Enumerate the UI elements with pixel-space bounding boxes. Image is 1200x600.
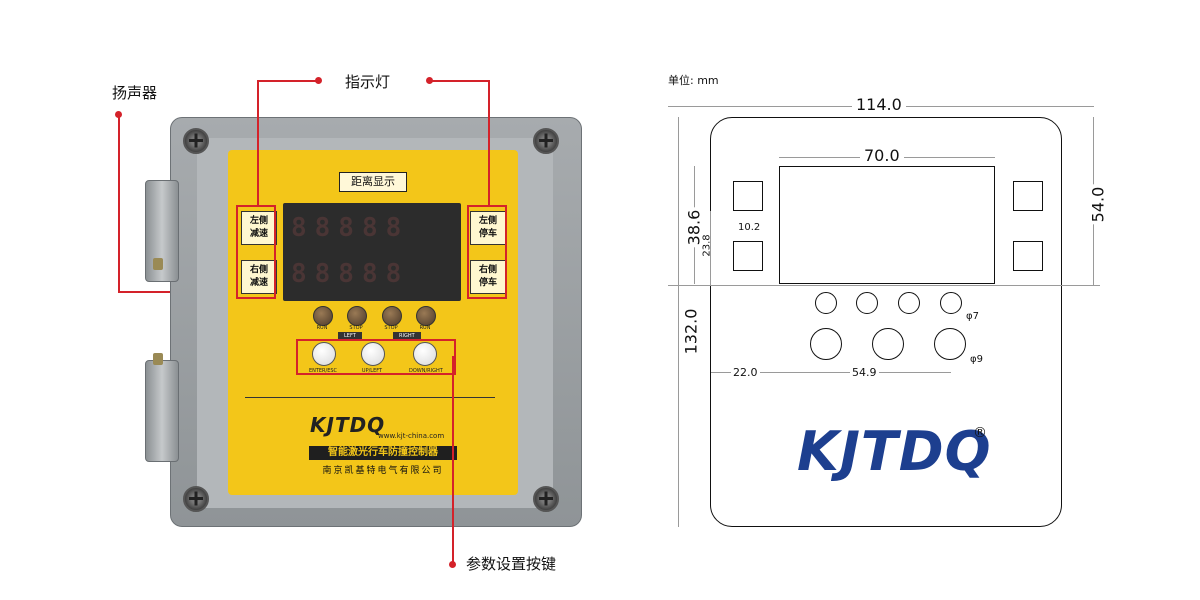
- dim-height-right: 54.0: [1088, 184, 1108, 225]
- product-name: 智能激光行车防撞控制器: [309, 446, 457, 460]
- website: www.kjt-china.com: [378, 432, 445, 440]
- indicator-square: [733, 241, 763, 271]
- down-right-button[interactable]: [413, 342, 437, 366]
- keys-line: [452, 356, 454, 564]
- dim-span: 54.9: [850, 366, 879, 379]
- lamp-label: STOP: [349, 325, 363, 331]
- right-slow-label: 右侧 减速: [249, 265, 268, 288]
- dim-square-width: 10.2: [738, 222, 761, 233]
- key-label: UP/LEFT: [361, 368, 383, 374]
- screw-icon: [533, 128, 559, 154]
- speaker-line-v: [118, 114, 120, 292]
- hinge-knob: [153, 353, 163, 365]
- front-panel: [228, 150, 518, 495]
- left-stop-button[interactable]: 左侧 停车: [470, 211, 506, 245]
- lamp-label: RUN: [316, 325, 328, 331]
- lamp-hole: [940, 292, 962, 314]
- display-title: 距离显示: [339, 172, 407, 192]
- screw-icon: [183, 486, 209, 512]
- left-slow-button[interactable]: 左侧 减速: [241, 211, 277, 245]
- dim-phi-large: φ9: [970, 354, 983, 365]
- lamp-hole: [815, 292, 837, 314]
- dim-height-total: 132.0: [681, 306, 701, 357]
- right-tag: RIGHT: [393, 332, 421, 340]
- brand-logo-small: KJTDQ: [310, 413, 386, 437]
- indicator-square: [733, 181, 763, 211]
- hinge-knob: [153, 258, 163, 270]
- indicator-line-right-h: [430, 80, 490, 82]
- run-lamp-right: [416, 306, 436, 326]
- registered-mark: ®: [973, 425, 987, 441]
- panel-divider: [245, 397, 495, 398]
- left-buttons-highlight: [236, 205, 276, 299]
- bottom-hinge: [145, 360, 179, 462]
- dim-height-left: 38.6: [684, 207, 704, 248]
- left-tag: LEFT: [338, 332, 362, 340]
- speaker-callout: 扬声器: [112, 84, 158, 102]
- company-name: 南京凯基特电气有限公司: [322, 466, 444, 476]
- key-hole: [810, 328, 842, 360]
- indicator-callout: 指示灯: [345, 73, 391, 91]
- lamp-hole: [856, 292, 878, 314]
- indicator-line-left: [257, 80, 259, 206]
- brand-logo-large: KJTDQ: [797, 420, 992, 483]
- key-hole: [872, 328, 904, 360]
- panel-outline: [710, 117, 1062, 527]
- left-slow-label: 左侧 减速: [249, 216, 268, 239]
- screw-icon: [533, 486, 559, 512]
- dim-display-width: 70.0: [860, 146, 904, 165]
- indicator-square: [1013, 241, 1043, 271]
- screw-icon: [183, 128, 209, 154]
- display-window: [779, 166, 995, 284]
- keys-highlight: [296, 339, 456, 375]
- dim-offset-left: 22.0: [731, 366, 760, 379]
- lamp-label: STOP: [384, 325, 398, 331]
- right-stop-button[interactable]: 右侧 停车: [470, 260, 506, 294]
- display-row-2: 88888: [291, 259, 410, 289]
- key-label: ENTER/ESC: [308, 368, 338, 374]
- indicator-line-left-h: [257, 80, 319, 82]
- digital-display: 88888 88888: [283, 203, 461, 301]
- stop-lamp-left: [347, 306, 367, 326]
- key-hole: [934, 328, 966, 360]
- left-stop-label: 左侧 停车: [478, 216, 497, 239]
- dim-line-horizontal: [711, 372, 951, 373]
- unit-label: 单位: mm: [668, 74, 719, 87]
- indicator-line-right: [488, 80, 490, 206]
- indicator-dot-right: [426, 77, 433, 84]
- up-left-button[interactable]: [361, 342, 385, 366]
- lamp-hole: [898, 292, 920, 314]
- stop-lamp-right: [382, 306, 402, 326]
- dim-line-height-small: [710, 211, 711, 286]
- dim-width-total: 114.0: [852, 95, 906, 114]
- indicator-square: [1013, 181, 1043, 211]
- dim-baseline: [668, 285, 1100, 286]
- keys-callout: 参数设置按键: [466, 555, 557, 573]
- dim-line-height-total: [678, 117, 679, 527]
- right-slow-button[interactable]: 右侧 减速: [241, 260, 277, 294]
- indicator-dot-left: [315, 77, 322, 84]
- keys-dot: [449, 561, 456, 568]
- speaker-line-h: [118, 291, 170, 293]
- enter-esc-button[interactable]: [312, 342, 336, 366]
- right-stop-label: 右侧 停车: [478, 265, 497, 288]
- run-lamp-left: [313, 306, 333, 326]
- lamp-label: RUN: [419, 325, 431, 331]
- dim-height-small: 23.8: [701, 234, 713, 257]
- display-row-1: 88888: [291, 213, 410, 243]
- dim-phi-small: φ7: [966, 311, 979, 322]
- key-label: DOWN/RIGHT: [409, 368, 443, 374]
- right-buttons-highlight: [467, 205, 507, 299]
